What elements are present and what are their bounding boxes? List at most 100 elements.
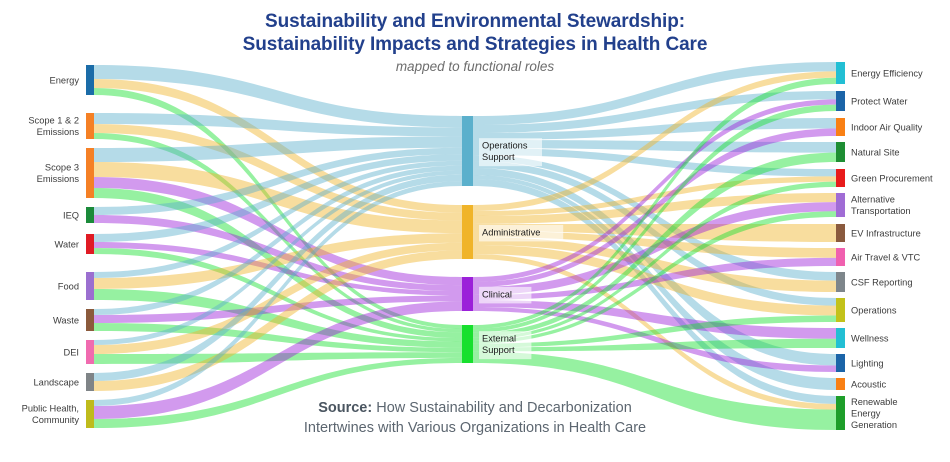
node-external[interactable]	[462, 325, 473, 363]
sankey-link	[473, 300, 836, 339]
sankey-link	[473, 128, 836, 287]
node-label-protwater: Protect Water	[851, 96, 908, 106]
node-protwater[interactable]	[836, 91, 845, 111]
label-line: Energy	[851, 408, 881, 418]
sankey-link	[94, 165, 462, 315]
label-line: IEQ	[63, 210, 79, 220]
sankey-link	[473, 91, 836, 133]
label-line: Alternative	[851, 195, 895, 205]
node-alttrans[interactable]	[836, 193, 845, 217]
label-line: Lighting	[851, 358, 884, 368]
node-label-lighting: Lighting	[851, 358, 884, 368]
node-clinical[interactable]	[462, 277, 473, 311]
node-label-food: Food	[58, 281, 79, 291]
sankey-link	[473, 245, 836, 316]
sankey-link	[94, 147, 462, 215]
label-line: Air Travel & VTC	[851, 252, 921, 262]
sankey-link	[473, 176, 836, 216]
node-label-natsite: Natural Site	[851, 147, 900, 157]
sankey-link	[473, 161, 836, 306]
node-natsite[interactable]	[836, 142, 845, 162]
sankey-link	[94, 352, 462, 364]
label-line: Support	[482, 345, 515, 355]
sankey-link	[94, 133, 462, 333]
node-iaq[interactable]	[836, 118, 845, 136]
sankey-link	[94, 177, 462, 286]
sankey-link	[473, 152, 836, 338]
sankey-link	[94, 188, 462, 339]
sankey-link	[94, 248, 462, 342]
label-line: Clinical	[482, 289, 512, 299]
node-label-admin: Administrative	[482, 227, 540, 237]
node-publichealth[interactable]	[86, 400, 94, 428]
label-line: Scope 1 & 2	[28, 116, 79, 126]
sankey-link	[94, 250, 462, 391]
label-line: Protect Water	[851, 96, 908, 106]
node-ops[interactable]	[462, 116, 473, 186]
label-line: DEI	[64, 347, 80, 357]
node-water[interactable]	[86, 234, 94, 254]
node-wellness[interactable]	[836, 328, 845, 348]
node-operations[interactable]	[836, 298, 845, 322]
label-line: EV Infrastructure	[851, 228, 921, 238]
node-label-ev: EV Infrastructure	[851, 228, 921, 238]
sankey-link	[94, 79, 462, 213]
label-line: Support	[482, 152, 515, 162]
node-label-energy: Energy	[50, 75, 80, 85]
sankey-link	[473, 224, 836, 242]
node-label-acoustic: Acoustic	[851, 379, 886, 389]
sankey-link	[473, 211, 836, 344]
sankey-link	[473, 338, 836, 352]
sankey-link	[94, 181, 462, 406]
node-label-waste: Waste	[53, 315, 79, 325]
sankey-link	[473, 104, 836, 333]
label-line: Waste	[53, 315, 79, 325]
label-line: Emissions	[37, 127, 80, 137]
node-label-csf: CSF Reporting	[851, 277, 913, 287]
sankey-link	[94, 160, 462, 278]
sankey-link	[473, 62, 836, 125]
node-admin[interactable]	[462, 205, 473, 259]
node-greenproc[interactable]	[836, 169, 845, 187]
sankey-link	[473, 71, 836, 211]
node-label-clinical: Clinical	[482, 289, 512, 299]
node-csf[interactable]	[836, 272, 845, 292]
label-line: CSF Reporting	[851, 277, 913, 287]
node-airtravel[interactable]	[836, 248, 845, 266]
node-label-energyeff: Energy Efficiency	[851, 68, 923, 78]
label-line: Generation	[851, 420, 897, 430]
sankey-link	[94, 174, 462, 381]
node-scope3[interactable]	[86, 148, 94, 198]
node-waste[interactable]	[86, 309, 94, 331]
node-dei[interactable]	[86, 340, 94, 364]
sankey-link	[94, 154, 462, 242]
label-line: External	[482, 334, 516, 344]
node-lighting[interactable]	[836, 354, 845, 372]
sankey-link	[473, 181, 836, 341]
node-label-publichealth: Public Health,Community	[22, 404, 80, 426]
node-renewable[interactable]	[836, 396, 845, 430]
sankey-link	[94, 124, 462, 221]
sankey-link	[473, 193, 836, 224]
node-ieq[interactable]	[86, 207, 94, 223]
node-ev[interactable]	[836, 224, 845, 242]
sankey-link	[473, 168, 836, 366]
node-scope12[interactable]	[86, 113, 94, 139]
sankey-link	[473, 351, 836, 430]
node-acoustic[interactable]	[836, 378, 845, 390]
sankey-link	[473, 202, 836, 295]
node-energy[interactable]	[86, 65, 94, 95]
sankey-link	[473, 99, 836, 282]
node-energyeff[interactable]	[836, 62, 845, 84]
node-landscape[interactable]	[86, 373, 94, 391]
node-food[interactable]	[86, 272, 94, 300]
node-label-operations: Operations	[851, 305, 897, 315]
label-line: Green Procurement	[851, 173, 933, 183]
sankey-link	[473, 257, 836, 300]
sankey-link	[473, 237, 836, 292]
sankey-link	[473, 315, 836, 348]
node-label-water: Water	[55, 239, 79, 249]
